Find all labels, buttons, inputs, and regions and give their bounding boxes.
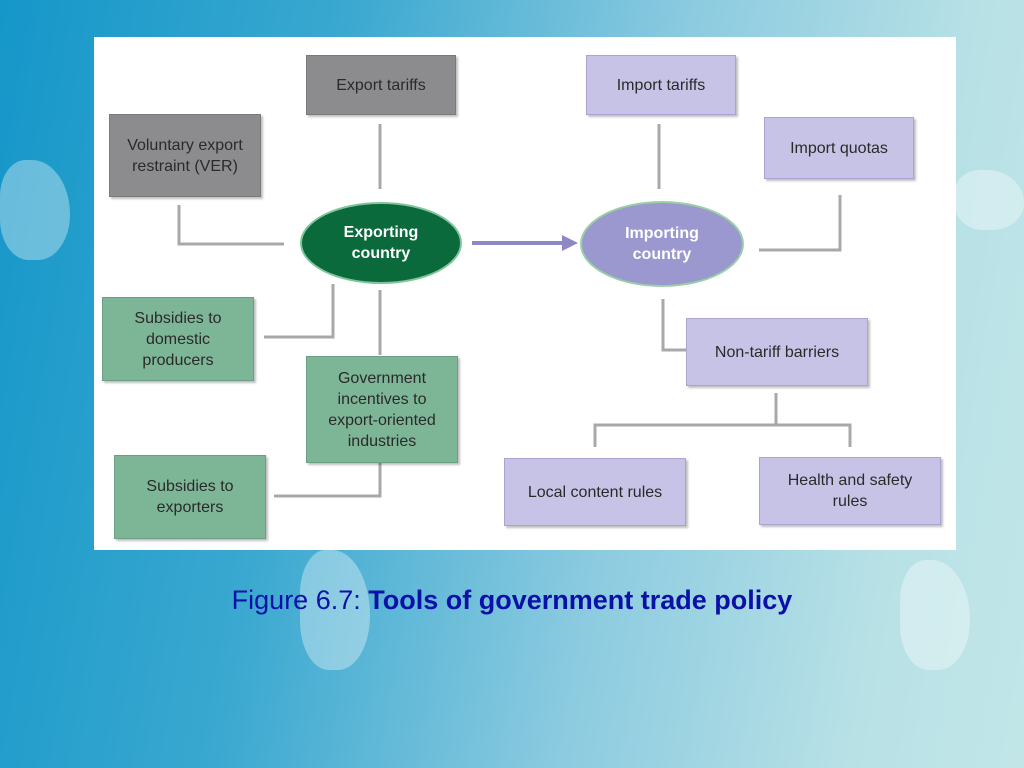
subsidies-exporters-box: Subsidies to exporters <box>114 455 266 539</box>
diagram-panel: Export tariffs Voluntary export restrain… <box>94 37 956 550</box>
connector-import-quotas <box>759 195 842 252</box>
connector-ver <box>177 205 284 246</box>
map-landmass <box>0 160 70 260</box>
government-incentives-label: Government incentives to export-oriented… <box>328 369 436 450</box>
connector-lines <box>177 124 852 498</box>
exporting-country-oval: Exporting country <box>300 202 462 284</box>
connector-fork-bar <box>593 423 852 447</box>
figure-caption: Figure 6.7: Tools of government trade po… <box>0 585 1024 616</box>
ver-label: Voluntary export restraint (VER) <box>127 136 243 175</box>
import-tariffs-label: Import tariffs <box>616 76 706 94</box>
subsidies-exporters-label: Subsidies to exporters <box>146 478 234 516</box>
importing-country-oval: Importing country <box>580 201 744 287</box>
health-safety-rules-box: Health and safety rules <box>759 457 941 525</box>
import-quotas-label: Import quotas <box>790 139 888 157</box>
importing-country-label: Importing country <box>625 225 699 263</box>
non-tariff-barriers-label: Non-tariff barriers <box>714 343 840 361</box>
caption-prefix: Figure 6.7: <box>231 585 369 615</box>
local-content-rules-label: Local content rules <box>527 483 663 501</box>
health-safety-rules-label: Health and safety rules <box>787 472 913 510</box>
map-landmass <box>955 170 1024 230</box>
caption-title: Tools of government trade policy <box>368 585 793 615</box>
import-tariffs-box: Import tariffs <box>586 55 736 115</box>
connector-subsidies-domestic <box>264 284 335 339</box>
non-tariff-barriers-box: Non-tariff barriers <box>686 318 868 386</box>
map-landmass <box>900 560 970 670</box>
trade-arrowhead <box>562 235 578 251</box>
import-quotas-box: Import quotas <box>764 117 914 179</box>
export-tariffs-box: Export tariffs <box>306 55 456 115</box>
export-tariffs-label: Export tariffs <box>336 76 426 94</box>
government-incentives-box: Government incentives to export-oriented… <box>306 356 458 463</box>
subsidies-domestic-box: Subsidies to domestic producers <box>102 297 254 381</box>
connector-non-tariff <box>661 299 686 352</box>
exporting-country-label: Exporting country <box>343 224 419 262</box>
connector-subsidies-exporters <box>274 463 382 498</box>
ver-box: Voluntary export restraint (VER) <box>109 114 261 197</box>
subsidies-domestic-label: Subsidies to domestic producers <box>134 309 222 369</box>
map-landmass <box>300 550 370 670</box>
local-content-rules-box: Local content rules <box>504 458 686 526</box>
